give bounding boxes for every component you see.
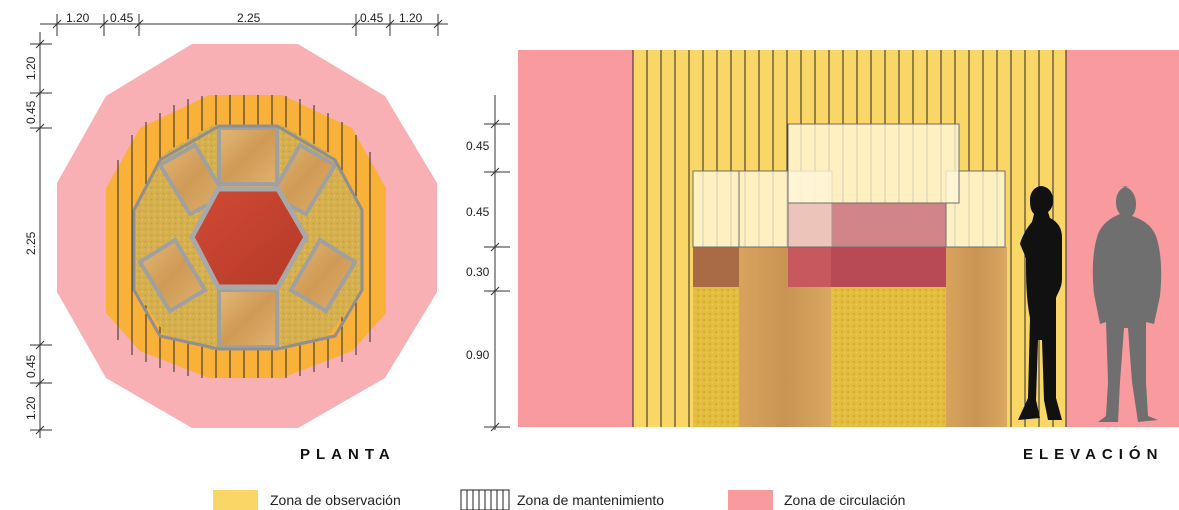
legend-label-maintenance: Zona de mantenimiento: [517, 492, 664, 508]
elevation-left-dimensions: [484, 95, 510, 432]
plan-left-dimensions: [30, 32, 52, 438]
legend-swatch-maintenance: [460, 489, 510, 510]
elevation-sand-block-center: [831, 287, 946, 427]
elevation-title: ELEVACIÓN: [1023, 445, 1163, 463]
legend-label-observation: Zona de observación: [270, 492, 401, 508]
plan-title: PLANTA: [300, 446, 396, 463]
plan-top-dim-2: 0.45: [110, 11, 134, 25]
elevation-circulation-left: [518, 50, 633, 427]
elevation-wood-block-left-top: [693, 247, 739, 287]
elevation-dim-3: 0.30: [466, 265, 490, 279]
plan-left-dim-4: 0.45: [24, 354, 38, 378]
plan-octagon-frame: [132, 124, 364, 351]
legend-label-circulation: Zona de circulación: [784, 492, 905, 508]
legend-swatch-observation: [213, 490, 258, 510]
plan-top-dim-1: 1.20: [66, 11, 90, 25]
legend: Zona de observación Zona de mantenimient…: [213, 489, 905, 510]
elevation-view: [518, 50, 1179, 427]
elevation-dim-2: 0.45: [466, 205, 490, 219]
plan-center-hexagon: [189, 186, 309, 290]
person-silhouette-gray: [1092, 186, 1162, 422]
plan-left-dim-3: 2.25: [24, 231, 38, 255]
elevation-sand-block-left: [693, 287, 739, 427]
elevation-dim-4: 0.90: [466, 348, 490, 362]
elevation-dim-1: 0.45: [466, 139, 490, 153]
plan-top-dim-3: 2.25: [237, 11, 261, 25]
plan-wood-tiles: [137, 126, 358, 349]
plan-top-dim-4: 0.45: [360, 11, 384, 25]
plan-left-dim-2: 0.45: [24, 100, 38, 124]
person-silhouette-black: [1018, 186, 1062, 420]
legend-swatch-circulation: [728, 490, 773, 510]
plan-left-dim-5: 1.20: [24, 396, 38, 420]
plan-left-dim-1: 1.20: [24, 56, 38, 80]
plan-top-dim-5: 1.20: [399, 11, 423, 25]
elevation-wood-column-right: [946, 247, 1007, 427]
elevation-glass-boxes: [692, 123, 1006, 248]
plan-top-dimensions: [40, 14, 448, 36]
plan-view: [57, 44, 437, 428]
